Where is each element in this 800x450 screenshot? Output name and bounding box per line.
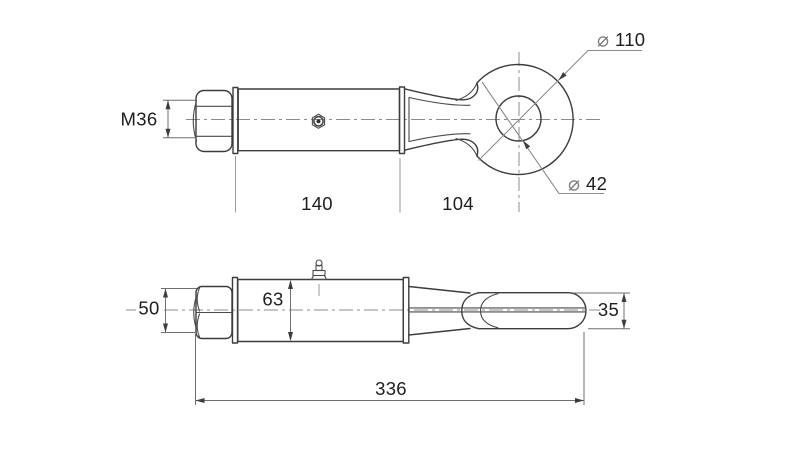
collar-side-view: [402, 276, 410, 344]
dim336-arrow-right: [575, 398, 584, 403]
inner-diameter-label: 42: [586, 173, 607, 194]
dim35-arrow-up: [621, 293, 627, 302]
top-view: M36 140 104 ⌀ 110 ⌀ 42: [121, 29, 646, 214]
grease-nipple-side: [310, 259, 328, 296]
m36-arrow-up: [165, 100, 171, 110]
fork-top-outer-edge: [403, 82, 479, 101]
grease-fitting-hex: [311, 113, 326, 129]
fork-bottom-outer-edge: [403, 138, 479, 157]
grease-nipple-collar: [312, 269, 326, 277]
neck-bottom-edge: [408, 327, 471, 336]
eye-offset-label: 104: [442, 193, 474, 214]
dim35-arrow-down: [621, 319, 627, 329]
overall-length-label: 336: [375, 378, 407, 399]
thread-size-label: M36: [121, 109, 158, 130]
fork-top-view: [403, 82, 479, 157]
fork-bottom-horn-return: [455, 137, 478, 157]
nut-height-label: 50: [138, 298, 159, 319]
dia42-arrow: [523, 140, 531, 150]
grease-fitting-ring: [313, 115, 324, 127]
dim-outer-diameter: ⌀ 110: [478, 29, 645, 161]
dia110-arrow: [558, 72, 567, 81]
nut-side-chamfer-arc: [193, 295, 198, 330]
outer-diameter-label: 110: [615, 29, 645, 50]
dim-eye-thickness: 35: [573, 292, 630, 330]
dia110-symbol: ⌀: [597, 30, 609, 52]
fork-bottom-inner-edge: [408, 133, 471, 143]
body-diameter-label: 63: [262, 289, 283, 310]
dim50-arrow-down: [163, 323, 168, 333]
eye-thickness-label: 35: [598, 299, 619, 320]
m36-arrow-down: [165, 128, 171, 138]
dia42-leader: [481, 81, 604, 195]
fork-top-horn-return: [455, 82, 478, 102]
hex-nut-top-view: [192, 89, 233, 153]
nut-side-face-arc-lower: [196, 313, 201, 338]
dim50-arrow-up: [163, 288, 168, 298]
body-length-label: 140: [301, 193, 333, 214]
dim63-arrow-up: [288, 280, 293, 289]
dim-lengths-top: 140 104: [235, 156, 474, 214]
eye-side-outline: [478, 292, 587, 330]
dim-nut-height: 50: [138, 288, 197, 333]
nut-outline: [195, 89, 233, 153]
side-view: 50 63 35 336: [126, 259, 630, 405]
neck-top-edge: [408, 285, 471, 294]
dim-overall-length: 336: [195, 332, 585, 405]
dim-inner-diameter: ⌀ 42: [481, 81, 607, 196]
dia42-symbol: ⌀: [568, 174, 580, 196]
eye-side-left-outer-arc: [461, 292, 480, 330]
fork-top-inner-edge: [408, 96, 471, 106]
dia110-leader: [478, 49, 642, 161]
eye-inner-circle: [495, 95, 542, 142]
dim63-arrow-down: [288, 332, 293, 341]
dim-body-diameter: 63: [262, 280, 293, 341]
dim336-arrow-left: [195, 398, 205, 403]
grease-fitting-dot: [316, 119, 321, 124]
dim-m36: M36: [121, 99, 196, 139]
grease-nipple-ball: [315, 259, 323, 267]
washer-top-view: [232, 86, 239, 155]
eye-side-view: [408, 285, 587, 336]
nut-side-face-arc-upper: [196, 287, 201, 312]
hex-nut-side-view: [193, 285, 233, 340]
eye-outer-circle: [476, 63, 574, 176]
collar-top-view: [398, 86, 406, 155]
grease-fitting-top: [311, 113, 326, 129]
eye-side-left-inner-arc: [479, 293, 499, 329]
